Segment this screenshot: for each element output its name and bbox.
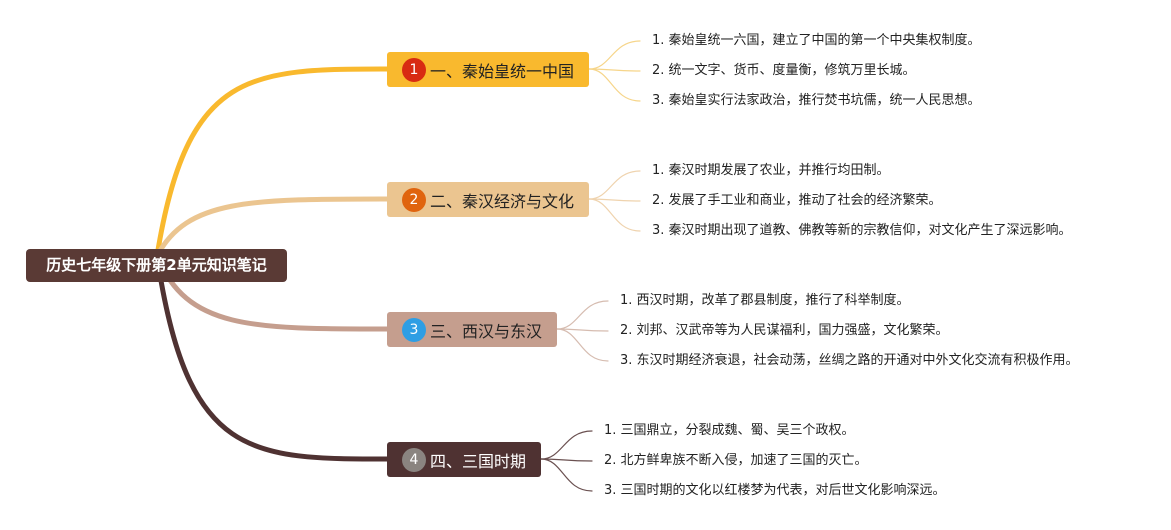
leaf-connector (556, 328, 609, 362)
leaf-connector (540, 430, 593, 460)
number-badge-4: 4 (402, 447, 426, 472)
branch-connector-1 (154, 66, 392, 259)
leaf-item[interactable]: 3. 三国时期的文化以红楼梦为代表，对后世文化影响深远。 (604, 483, 946, 498)
branch-connector-2 (154, 196, 392, 259)
branch-topic-4[interactable]: 4 四、三国时期 (387, 442, 541, 477)
leaf-connector (556, 300, 609, 330)
leaf-item[interactable]: 3. 秦汉时期出现了道教、佛教等新的宗教信仰，对文化产生了深远影响。 (652, 223, 1072, 238)
root-topic[interactable]: 历史七年级下册第2单元知识笔记 (26, 249, 287, 282)
number-badge-1: 1 (402, 57, 426, 82)
leaf-item[interactable]: 2. 统一文字、货币、度量衡，修筑万里长城。 (652, 63, 916, 78)
branch-topic-label: 一、秦始皇统一中国 (430, 61, 575, 81)
branch-topic-3[interactable]: 3 三、西汉与东汉 (387, 312, 557, 347)
root-topic-label: 历史七年级下册第2单元知识笔记 (46, 256, 267, 274)
leaf-connector (588, 40, 641, 70)
branch-topic-1[interactable]: 1 一、秦始皇统一中国 (387, 52, 589, 87)
number-badge-3: 3 (402, 317, 426, 342)
branch-topic-2[interactable]: 2 二、秦汉经济与文化 (387, 182, 589, 217)
leaf-item[interactable]: 2. 北方鲜卑族不断入侵，加速了三国的灭亡。 (604, 453, 868, 468)
leaf-item[interactable]: 1. 秦始皇统一六国，建立了中国的第一个中央集权制度。 (652, 33, 981, 48)
leaf-connector (588, 170, 641, 200)
leaf-item[interactable]: 1. 西汉时期，改革了郡县制度，推行了科举制度。 (620, 293, 910, 308)
branch-topic-label: 二、秦汉经济与文化 (430, 191, 575, 211)
leaf-item[interactable]: 2. 刘邦、汉武帝等为人民谋福利，国力强盛，文化繁荣。 (620, 323, 949, 338)
leaf-connector (588, 198, 641, 232)
branch-topic-label: 三、西汉与东汉 (430, 321, 543, 341)
branch-topic-label: 四、三国时期 (430, 451, 527, 471)
leaf-item[interactable]: 1. 三国鼎立，分裂成魏、蜀、吴三个政权。 (604, 423, 855, 438)
leaf-item[interactable]: 2. 发展了手工业和商业，推动了社会的经济繁荣。 (652, 193, 942, 208)
leaf-connector (540, 458, 593, 492)
leaf-item[interactable]: 1. 秦汉时期发展了农业，并推行均田制。 (652, 163, 890, 178)
leaf-connector (588, 68, 641, 102)
number-badge-2: 2 (402, 187, 426, 212)
leaf-item[interactable]: 3. 秦始皇实行法家政治，推行焚书坑儒，统一人民思想。 (652, 93, 981, 108)
leaf-item[interactable]: 3. 东汉时期经济衰退，社会动荡，丝绸之路的开通对中外文化交流有积极作用。 (620, 353, 1079, 368)
branch-connector-4 (154, 253, 392, 462)
